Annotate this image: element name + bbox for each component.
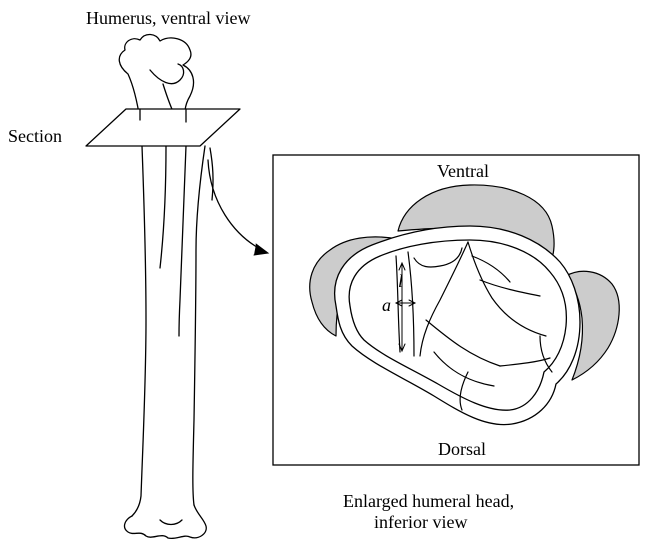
length-symbol: l — [398, 272, 403, 290]
ventral-label: Ventral — [437, 162, 489, 180]
cross-section — [310, 185, 619, 425]
caption-line-2: inferior view — [374, 513, 467, 531]
humerus-head-groove — [150, 64, 184, 84]
cortical-inner — [349, 240, 566, 410]
width-symbol: a — [382, 296, 391, 314]
humerus-distal-notch — [160, 520, 182, 525]
caption-line-1: Enlarged humeral head, — [343, 492, 514, 510]
humerus-shaft-left — [132, 146, 146, 516]
section-label: Section — [8, 127, 62, 145]
humerus-shaft-ridge-2 — [179, 146, 186, 336]
dorsal-label: Dorsal — [438, 440, 486, 458]
humerus-shaft-ridge-1 — [160, 146, 166, 268]
figure-title: Humerus, ventral view — [86, 9, 250, 27]
humerus-shaft-right — [193, 146, 205, 505]
pointer-arrow — [208, 160, 268, 255]
arrowhead — [254, 244, 268, 255]
humerus-shaft-ridge-3 — [210, 148, 213, 200]
section-plane — [86, 109, 240, 146]
